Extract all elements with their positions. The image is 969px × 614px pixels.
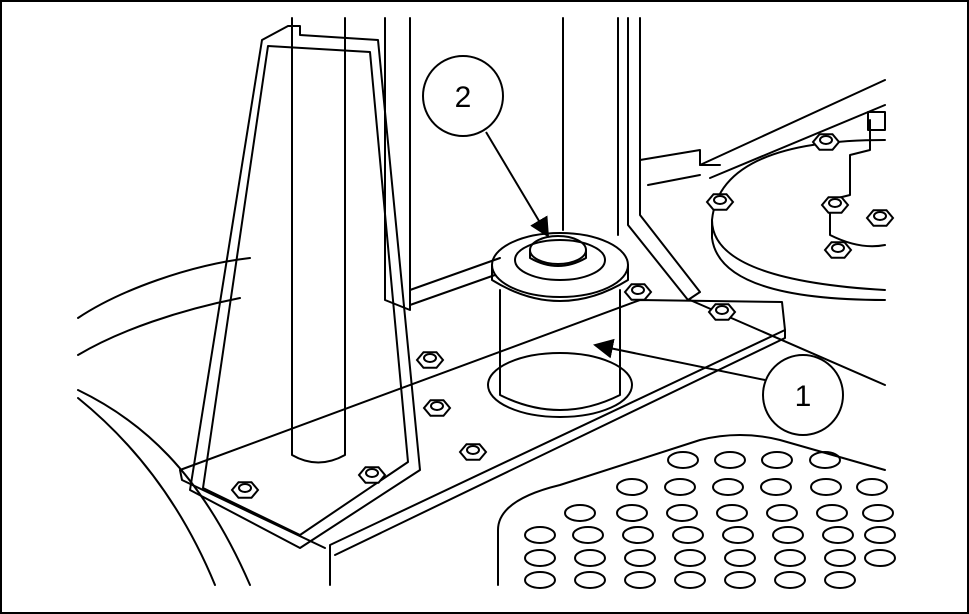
- callout-2-leader: [485, 131, 550, 238]
- hex-bolt: [422, 399, 452, 417]
- upright: [384, 17, 411, 311]
- grate-hole: [672, 526, 704, 544]
- base-plate: [179, 299, 786, 586]
- grate-hole: [674, 549, 706, 567]
- grate-hole: [822, 526, 854, 544]
- grate-hole: [724, 571, 756, 589]
- hex-bolt: [230, 481, 260, 499]
- cylinder-cap-inner: [514, 239, 606, 281]
- deck-edge: [77, 257, 251, 319]
- callout-1-leader: [593, 338, 766, 381]
- frame-bar: [409, 257, 501, 291]
- plug-side: [529, 249, 587, 267]
- hex-bolt: [357, 466, 387, 484]
- rail: [639, 149, 721, 166]
- grate-hole: [816, 504, 848, 522]
- disc-edge: [711, 219, 886, 301]
- cylinder-cap-rim: [491, 264, 629, 302]
- grate-hole: [564, 504, 596, 522]
- upright: [627, 17, 701, 301]
- callout-1-label: 1: [795, 380, 812, 413]
- grate-hole: [674, 571, 706, 589]
- valve: [829, 119, 886, 248]
- grate-hole: [774, 549, 806, 567]
- grate-hole: [524, 526, 556, 544]
- cylinder-hole: [487, 352, 633, 418]
- callout-2-circle: [422, 55, 504, 137]
- grate-holes: [524, 451, 896, 589]
- grate-hole: [856, 478, 888, 496]
- hex-bolt: [823, 241, 853, 259]
- base-plate-edge: [179, 469, 326, 549]
- hex-bolt: [458, 443, 488, 461]
- hex-bolt: [705, 193, 735, 211]
- callout-1-circle: [762, 354, 844, 436]
- deck-edge: [77, 397, 216, 586]
- grate-hole: [724, 549, 756, 567]
- hex-bolt: [820, 196, 850, 214]
- grate-hole: [667, 451, 699, 469]
- grate-hole: [824, 571, 856, 589]
- base-plate-side: [334, 329, 786, 556]
- hex-bolt: [623, 283, 653, 301]
- grate-hole: [810, 478, 842, 496]
- valve-top: [867, 111, 886, 131]
- grate-hole: [524, 549, 556, 567]
- grate-hole: [616, 478, 648, 496]
- grate-panel: [497, 434, 886, 586]
- callout-2-label: 2: [455, 81, 472, 114]
- deck-edge: [77, 389, 251, 586]
- cylinder-body: [499, 289, 621, 411]
- grate-hole: [572, 526, 604, 544]
- grate-hole: [666, 504, 698, 522]
- grate-hole: [774, 571, 806, 589]
- grate-hole: [664, 478, 696, 496]
- hex-bolt: [415, 351, 445, 369]
- callout-2: 2: [422, 55, 550, 238]
- grate-hole: [809, 451, 841, 469]
- right-frame: [709, 104, 886, 179]
- hex-bolt: [811, 133, 841, 151]
- grate-hole: [622, 526, 654, 544]
- grate-hole: [574, 571, 606, 589]
- grate-hole: [524, 571, 556, 589]
- grate-hole: [760, 478, 792, 496]
- left-bracket-inner: [202, 45, 409, 536]
- grate-hole: [712, 478, 744, 496]
- post: [291, 17, 346, 464]
- grate-hole: [714, 451, 746, 469]
- grate-hole: [761, 451, 793, 469]
- hex-bolt: [707, 303, 737, 321]
- grate-hole: [864, 526, 896, 544]
- disc: [711, 139, 886, 291]
- grate-hole: [772, 526, 804, 544]
- rail: [647, 174, 701, 186]
- grate-hole: [616, 504, 648, 522]
- hex-bolt: [865, 209, 895, 227]
- grate-hole: [824, 549, 856, 567]
- callout-1: 1: [593, 338, 844, 436]
- deck-edge: [77, 297, 241, 356]
- grate-hole: [862, 504, 894, 522]
- grate-hole: [766, 504, 798, 522]
- right-frame: [699, 79, 886, 166]
- grate-hole: [574, 549, 606, 567]
- grate-hole: [864, 549, 896, 567]
- grate-hole: [624, 571, 656, 589]
- bolts: [230, 133, 895, 499]
- grate-hole: [716, 504, 748, 522]
- grate-hole: [722, 526, 754, 544]
- frame-bar: [409, 274, 496, 306]
- grate-hole: [624, 549, 656, 567]
